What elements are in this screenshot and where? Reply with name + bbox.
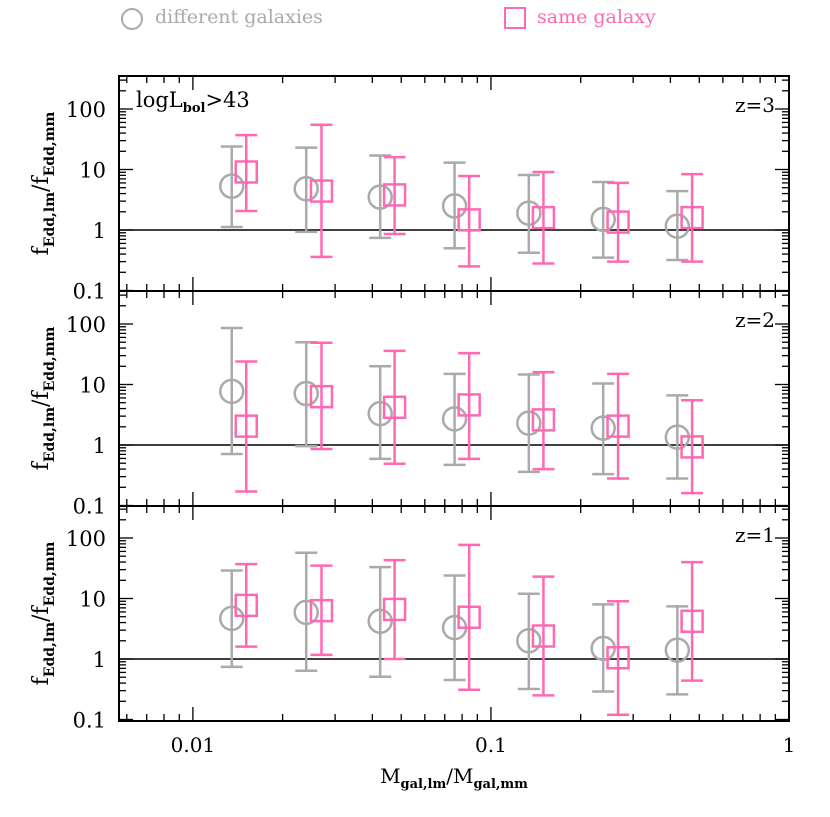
- y-tick-label: 10: [79, 374, 106, 398]
- legend-label-same-galaxy: same galaxy: [537, 6, 656, 28]
- y-axis-title: fEdd,lm/fEdd,mm: [29, 326, 58, 470]
- circle-marker: [441, 193, 468, 219]
- circle-marker: [516, 410, 542, 436]
- square-marker: [531, 205, 556, 230]
- y-axis-title: fEdd,lm/fEdd,mm: [29, 541, 58, 685]
- circle-marker: [664, 637, 691, 663]
- square-marker: [309, 598, 334, 623]
- circle-marker: [590, 415, 616, 441]
- square-marker: [309, 179, 334, 203]
- square-marker: [606, 414, 630, 438]
- y-tick-label: 1: [93, 648, 106, 672]
- panel-frame: [118, 505, 790, 722]
- circle-marker: [516, 628, 542, 654]
- square-marker: [234, 593, 258, 618]
- square-marker: [309, 384, 334, 409]
- panel-label: z=2: [735, 308, 775, 332]
- panel-z2: 0.1 1 10 100 z=2 fEdd,lm/fEdd,mm: [29, 290, 790, 519]
- series-same-galaxy: [234, 543, 704, 716]
- square-marker: [680, 609, 704, 634]
- y-tick-label: 1: [93, 434, 106, 458]
- x-tick-label: 0.1: [475, 733, 507, 757]
- square-marker: [680, 205, 704, 230]
- series-different-galaxies: [218, 326, 691, 480]
- square-marker: [457, 208, 481, 232]
- circle-marker: [367, 184, 393, 210]
- legend: different galaxies same galaxy: [121, 6, 656, 30]
- square-marker: [234, 160, 258, 184]
- square-marker: [457, 393, 481, 417]
- x-axis-labels: 0.01 0.1 1: [171, 733, 796, 757]
- circle-marker: [218, 605, 245, 632]
- circle-marker: [664, 213, 691, 239]
- series-same-galaxy: [234, 341, 704, 495]
- square-marker: [606, 210, 630, 234]
- y-tick-label: 100: [66, 527, 106, 551]
- circle-marker: [441, 406, 468, 432]
- x-tick-label: 1: [783, 733, 796, 757]
- circle-marker: [367, 400, 393, 427]
- square-marker: [531, 408, 556, 432]
- square-marker: [531, 624, 556, 648]
- circle-marker: [218, 173, 245, 199]
- legend-square-icon: [504, 7, 526, 29]
- circle-marker: [293, 176, 319, 202]
- square-marker: [680, 435, 704, 459]
- panel-z1: 0.1 1 10 100 z=1 fEdd,lm/fEdd,mm: [29, 505, 790, 733]
- circle-marker: [293, 599, 319, 626]
- circle-marker: [218, 378, 245, 405]
- y-tick-label: 0.1: [73, 709, 106, 733]
- square-marker: [234, 414, 258, 438]
- square-marker: [382, 395, 407, 420]
- y-tick-label: 0.1: [73, 495, 106, 519]
- luminosity-annotation: logLbol>43: [136, 88, 250, 116]
- square-marker: [382, 597, 407, 622]
- y-tick-label: 100: [66, 313, 106, 337]
- panel-z3: 0.1 1 10 100 z=3 fEdd,lm/fEdd,mm logLbol>43: [29, 75, 790, 304]
- y-tick-label: 100: [66, 98, 106, 122]
- y-tick-label: 1: [93, 219, 106, 243]
- series-different-galaxies: [218, 145, 691, 262]
- legend-label-different-galaxies: different galaxies: [155, 6, 323, 28]
- x-tick-label: 0.01: [171, 733, 216, 757]
- legend-circle-icon: [121, 8, 143, 30]
- panel-label: z=3: [735, 93, 775, 117]
- panel-label: z=1: [735, 523, 775, 547]
- y-axis-title: fEdd,lm/fEdd,mm: [29, 111, 58, 255]
- circle-marker: [590, 206, 616, 233]
- circle-marker: [516, 200, 542, 226]
- y-tick-label: 10: [79, 159, 106, 183]
- x-axis-title-text: Mgal,lm/Mgal,mm: [380, 764, 528, 792]
- y-tick-label: 10: [79, 588, 106, 612]
- square-marker: [606, 645, 630, 670]
- y-tick-label: 0.1: [73, 280, 106, 304]
- square-marker: [457, 605, 481, 629]
- square-marker: [382, 183, 407, 207]
- series-different-galaxies: [218, 551, 691, 696]
- series-same-galaxy: [234, 123, 704, 268]
- circle-marker: [367, 608, 393, 635]
- circle-marker: [293, 380, 319, 407]
- x-axis-title: Mgal,lm/Mgal,mm: [380, 764, 528, 792]
